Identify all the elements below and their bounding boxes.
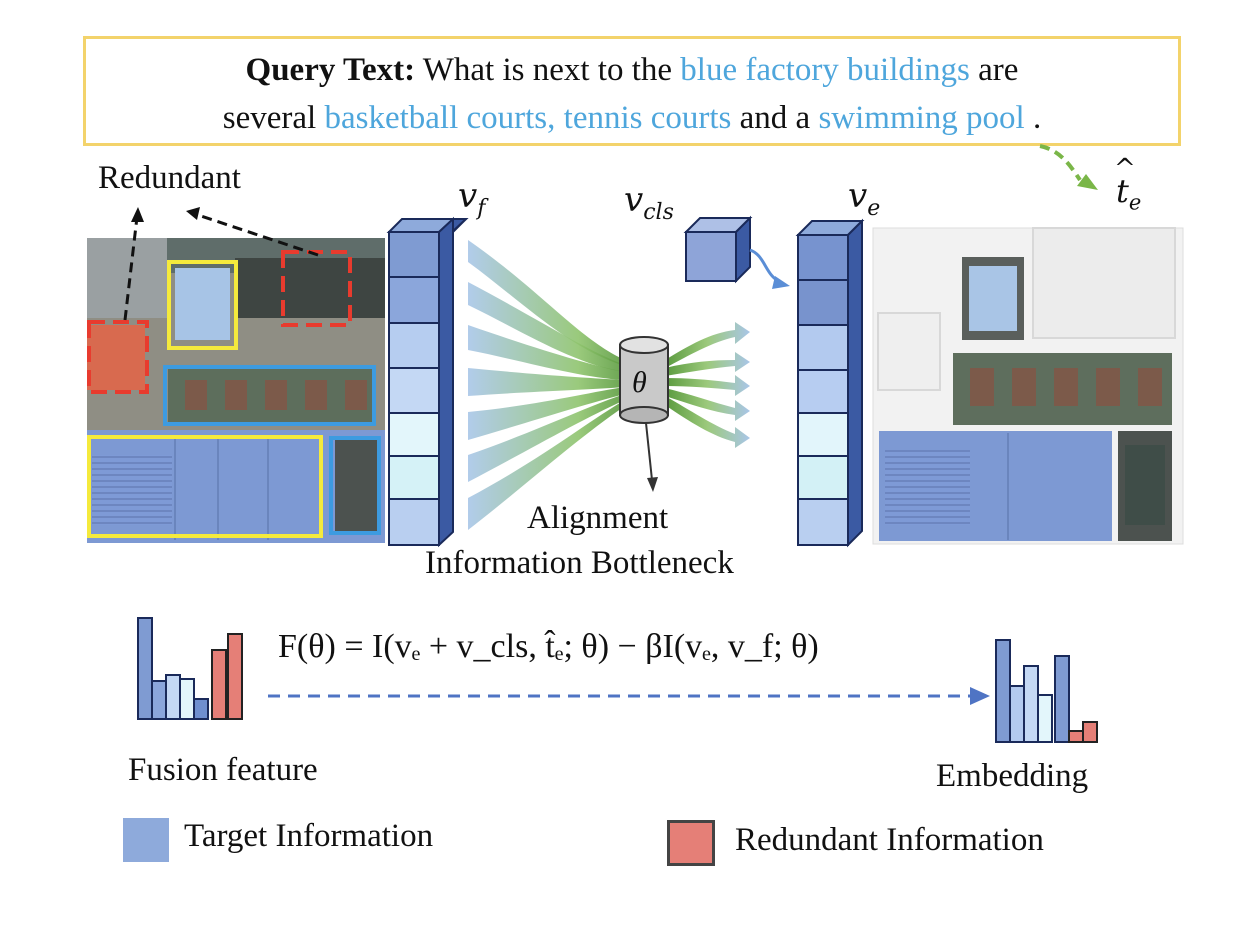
- embedding-label: Embedding: [936, 758, 1089, 794]
- theta-bottleneck-cylinder: θ: [619, 336, 669, 424]
- vcls-label: vcls: [624, 180, 674, 225]
- query-highlight-factory: blue factory buildings: [680, 52, 970, 88]
- bottleneck-funnel-left: [468, 240, 625, 530]
- legend-redundant-swatch: [667, 820, 715, 866]
- fusion-bar: [193, 698, 209, 720]
- vcls-cube: [683, 215, 753, 284]
- ve-feature-column: [795, 218, 865, 548]
- query-label: Query Text:: [245, 52, 416, 88]
- bottleneck-label-line2: Information Bottleneck: [425, 545, 734, 581]
- query-line-2: several basketball courts, tennis courts…: [86, 94, 1178, 142]
- redundant-arrow-2: [197, 213, 319, 257]
- te-hat-label: ^te: [1114, 154, 1142, 215]
- te-arrow: [1039, 144, 1082, 182]
- legend-target-swatch: [123, 818, 169, 862]
- vf-label: vf: [458, 176, 486, 221]
- bottleneck-pointer: [645, 422, 653, 481]
- vf-feature-column: [386, 216, 469, 548]
- fusion-feature-histogram: [137, 617, 243, 720]
- theta-symbol: θ: [632, 366, 647, 399]
- satellite-image: [87, 238, 385, 543]
- masked-output-image: [872, 227, 1184, 545]
- query-text-segment: and a: [739, 100, 811, 136]
- fusion-bar-redundant: [227, 633, 243, 720]
- legend-target-label: Target Information: [184, 818, 434, 854]
- embedding-bar: [1054, 655, 1070, 743]
- ve-label: ve: [848, 176, 881, 221]
- fusion-bar: [137, 617, 153, 720]
- embedding-bar: [1037, 694, 1053, 743]
- fusion-bar-redundant: [211, 649, 227, 720]
- fusion-feature-label: Fusion feature: [128, 752, 318, 788]
- bbox-tennis: [329, 436, 381, 535]
- query-highlight-pool: swimming pool: [818, 100, 1025, 136]
- embedding-histogram: [995, 639, 1098, 743]
- embedding-bar-redundant: [1068, 730, 1084, 743]
- query-text-segment: What is next to the: [422, 52, 673, 88]
- query-text-segment: several: [222, 100, 317, 136]
- bottleneck-funnel-right: [665, 322, 750, 448]
- query-highlight-courts: basketball courts, tennis courts: [324, 100, 732, 136]
- query-text-segment: .: [1032, 100, 1042, 136]
- embedding-bar: [995, 639, 1011, 743]
- bbox-basketball: [163, 365, 376, 426]
- redundant-label: Redundant: [98, 160, 241, 196]
- fusion-bar: [179, 678, 195, 720]
- embedding-bar-redundant: [1082, 721, 1098, 743]
- query-line-1: Query Text: What is next to the blue fac…: [86, 46, 1178, 94]
- bbox-factory: [87, 435, 323, 538]
- query-text-segment: are: [978, 52, 1019, 88]
- query-text-box: Query Text: What is next to the blue fac…: [83, 36, 1181, 146]
- bbox-redundant-1: [87, 320, 149, 394]
- fusion-bar: [165, 674, 181, 720]
- bbox-redundant-2: [281, 250, 352, 327]
- legend-redundant-label: Redundant Information: [735, 822, 1044, 858]
- embedding-bar: [1009, 685, 1025, 743]
- embedding-bar: [1023, 665, 1039, 743]
- bottleneck-label-line1: Alignment: [527, 500, 669, 536]
- formula: F(θ) = I(vₑ + v_cls, t̂ₑ; θ) − βI(vₑ, v_…: [278, 628, 819, 665]
- redundant-arrow-1: [123, 216, 139, 321]
- fusion-bar: [151, 680, 167, 720]
- bbox-pool: [167, 260, 238, 350]
